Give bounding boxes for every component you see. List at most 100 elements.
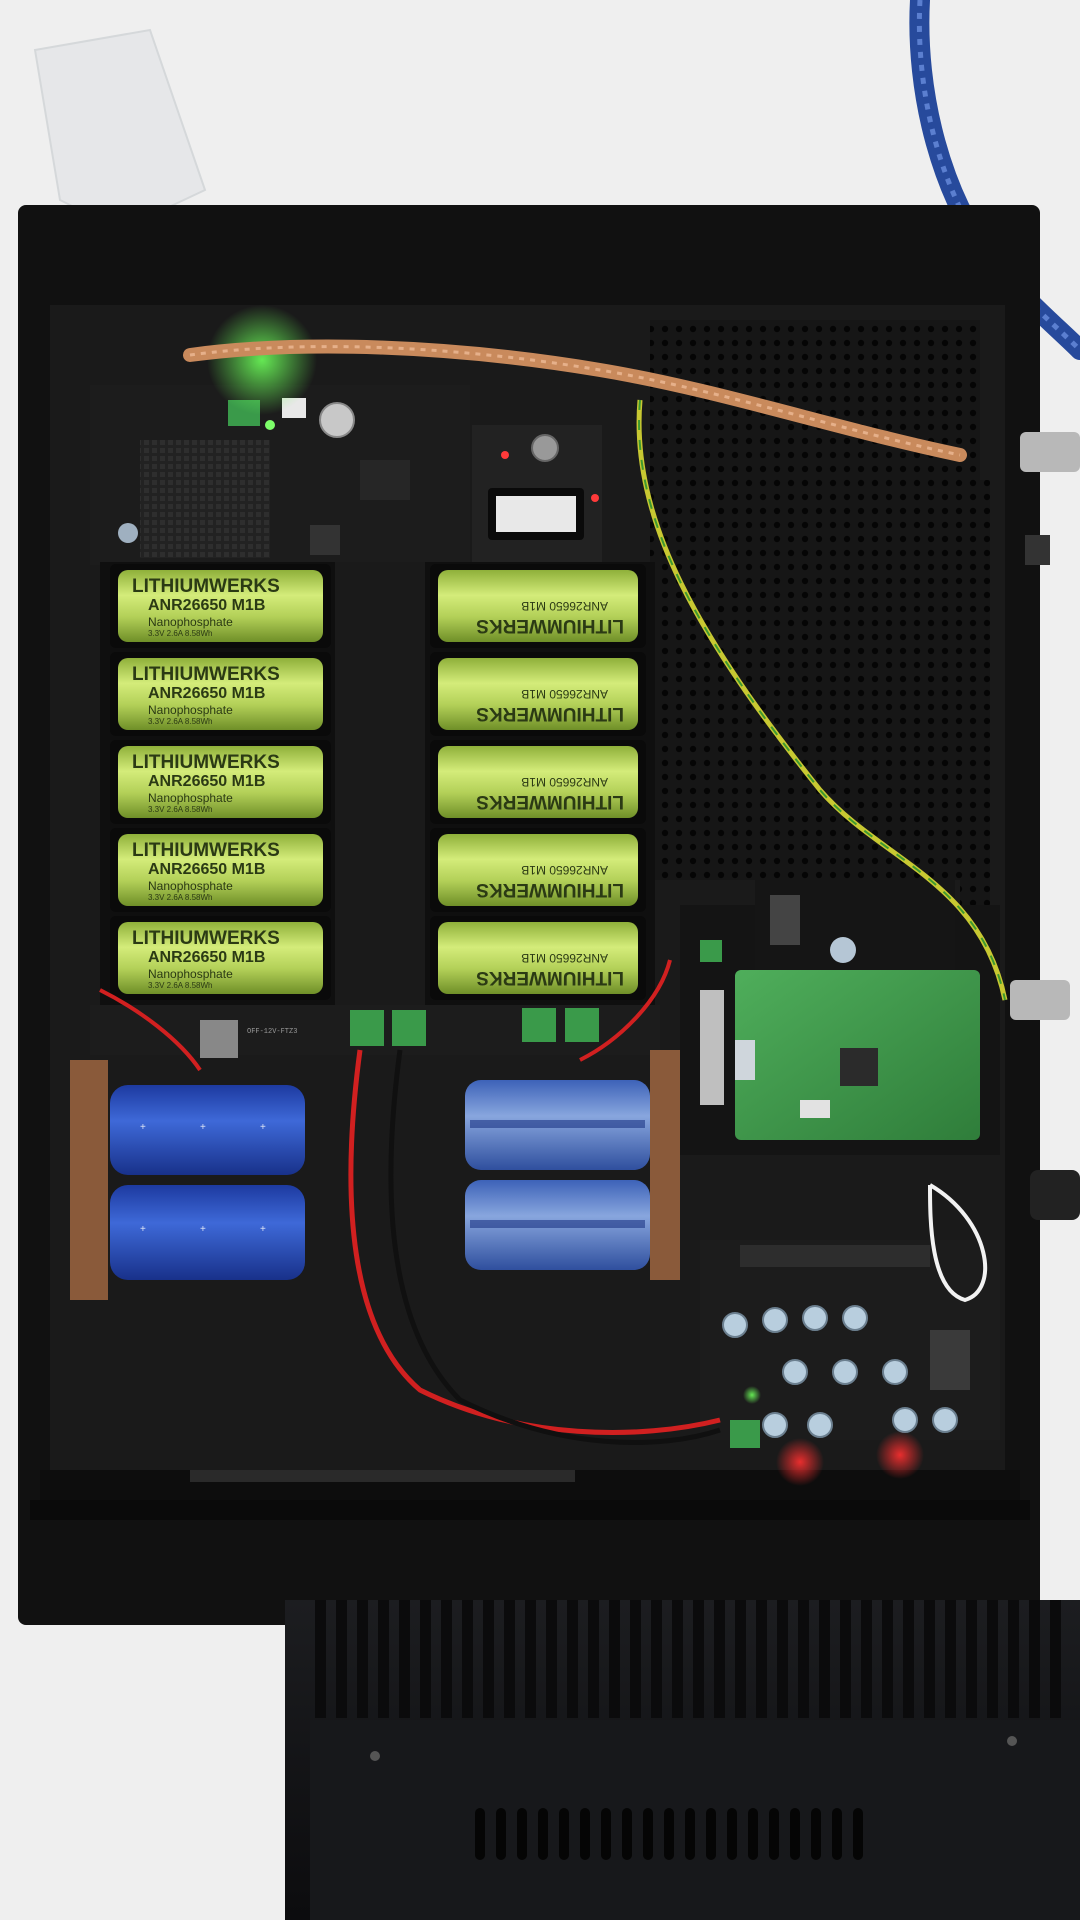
lid-vent-slot [559, 1808, 569, 1860]
cell-model: ANR26650 M1B [148, 773, 265, 790]
cell-chemistry: Nanophosphate [148, 791, 233, 805]
lid-vent-slot [475, 1808, 485, 1860]
side-vent [960, 480, 990, 980]
dac-capacitor [782, 1359, 808, 1385]
dac-terminal [730, 1420, 760, 1448]
cap-polarity-mark: + [200, 1122, 206, 1133]
front-lip [30, 1500, 1030, 1520]
lid-screw [370, 1751, 380, 1761]
lid-fin [378, 1600, 389, 1718]
lid-fin [672, 1600, 683, 1718]
dac-capacitor [802, 1305, 828, 1331]
cap-band [470, 1220, 645, 1228]
lid-fin [609, 1600, 620, 1718]
pcb-inductor [310, 525, 340, 555]
lid-vent-slot [853, 1808, 863, 1860]
lid-vent-slot [832, 1808, 842, 1860]
dac-capacitor [932, 1407, 958, 1433]
green-led-glow [207, 305, 317, 415]
lid-vent-slot [538, 1808, 548, 1860]
red-led [501, 451, 509, 459]
pcb-chip [360, 460, 410, 500]
lid-vent-slot [664, 1808, 674, 1860]
cell-model: ANR26650 M1B [148, 685, 265, 702]
lid-vent-slot [622, 1808, 632, 1860]
cell-chemistry: Nanophosphate [148, 967, 233, 981]
cell-chemistry: Nanophosphate [148, 615, 233, 629]
module-capacitor [830, 937, 856, 963]
dac-capacitor [842, 1305, 868, 1331]
pcb-heatsink [140, 440, 270, 558]
terminal-3 [522, 1008, 556, 1042]
terminal-4 [565, 1008, 599, 1042]
lid-fin [630, 1600, 641, 1718]
lid-fin [987, 1600, 998, 1718]
cap-polarity-mark: + [200, 1224, 206, 1235]
perforated-panel [650, 320, 980, 880]
lid-fin [315, 1600, 326, 1718]
lid-vent-slot [769, 1808, 779, 1860]
pcb-capacitor-small [118, 523, 138, 543]
pi-sd-slot [735, 1040, 755, 1080]
lid-fin [504, 1600, 515, 1718]
dac-capacitor [722, 1312, 748, 1338]
pcb-capacitor [319, 402, 355, 438]
green-led [265, 420, 275, 430]
rear-connector-mid [1010, 980, 1070, 1020]
red-led-2 [591, 494, 599, 502]
lid-fin [399, 1600, 410, 1718]
lid-fin [525, 1600, 536, 1718]
lid-fin [819, 1600, 830, 1718]
lid-fin [861, 1600, 872, 1718]
lid-fin [777, 1600, 788, 1718]
rear-connector-top [1020, 432, 1080, 472]
lid-fin [357, 1600, 368, 1718]
tray-center-channel [335, 562, 425, 1012]
cap-polarity-mark: + [140, 1122, 146, 1133]
lid-fin [882, 1600, 893, 1718]
cell-model: ANR26650 M1B [521, 863, 608, 877]
cell-brand: LITHIUMWERKS [132, 664, 280, 685]
black-power-wire [388, 1049, 721, 1445]
cell-chemistry: Nanophosphate [148, 879, 233, 893]
lid-vent-slot [811, 1808, 821, 1860]
lid-vent-slot [517, 1808, 527, 1860]
front-slot [190, 1470, 575, 1482]
lid-fin [483, 1600, 494, 1718]
terminal-2 [392, 1010, 426, 1046]
cell-brand: LITHIUMWERKS [132, 576, 280, 597]
copper-braid-texture [189, 345, 961, 457]
lid-fin [966, 1600, 977, 1718]
supercapacitor [110, 1185, 305, 1280]
lid-vent-slot [643, 1808, 653, 1860]
lid-fin [945, 1600, 956, 1718]
dac-capacitor [762, 1412, 788, 1438]
dac-green-led [743, 1386, 761, 1404]
lid-fin [567, 1600, 578, 1718]
lid-fin [651, 1600, 662, 1718]
cell-rating: 3.3V 2.6A 8.58Wh [148, 805, 213, 814]
dac-capacitor [807, 1412, 833, 1438]
lid-fin [588, 1600, 599, 1718]
cell-brand: LITHIUMWERKS [132, 840, 280, 861]
supercapacitor [110, 1085, 305, 1175]
lid-fin [735, 1600, 746, 1718]
cell-brand: LITHIUMWERKS [476, 879, 624, 900]
board-label: OFF-12V-FTZ3 [247, 1028, 297, 1036]
dac-capacitor [892, 1407, 918, 1433]
ground-wire-stripe [638, 399, 1006, 1001]
cell-model: ANR26650 M1B [148, 949, 265, 966]
cell-model: ANR26650 M1B [521, 687, 608, 701]
lid-fin [546, 1600, 557, 1718]
lid-fin [1050, 1600, 1061, 1718]
pi-qr [800, 1100, 830, 1118]
lid-screw [1007, 1736, 1017, 1746]
capacitor-bank-center [465, 1050, 680, 1280]
cell-brand: LITHIUMWERKS [476, 791, 624, 812]
pi-soc [840, 1048, 878, 1086]
